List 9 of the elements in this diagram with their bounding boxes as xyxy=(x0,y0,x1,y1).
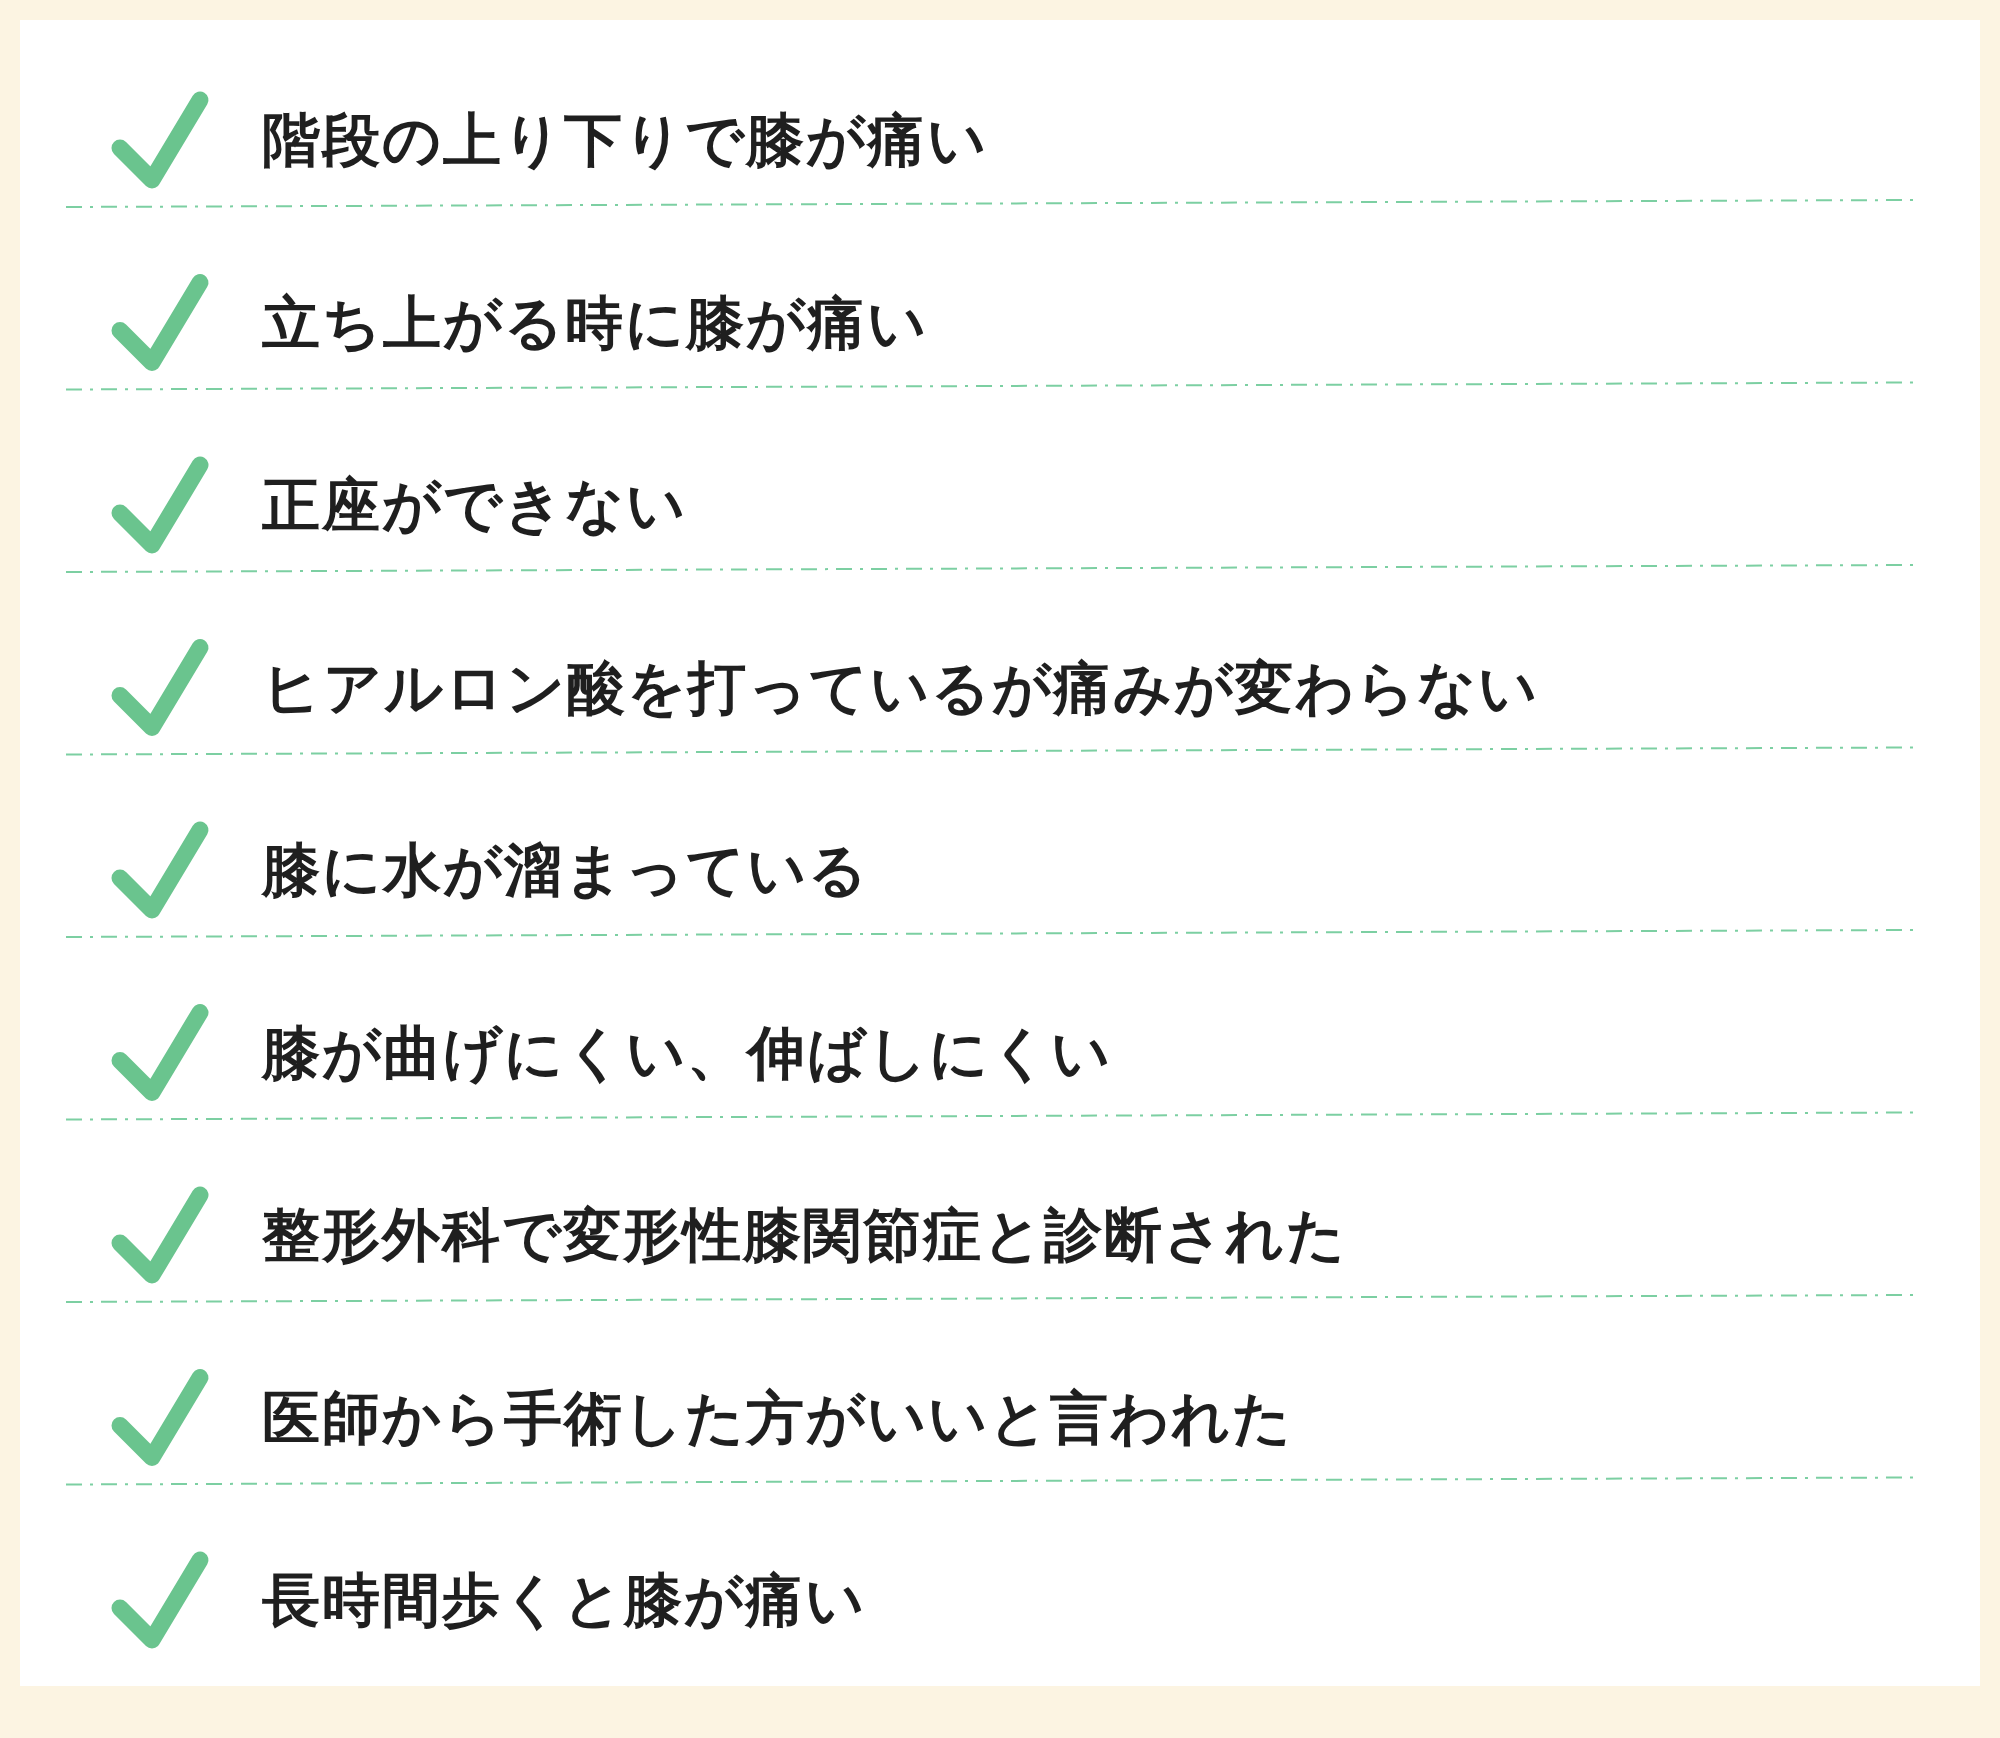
checklist-text: 階段の上り下りで膝が痛い xyxy=(262,105,988,175)
checklist-text: 医師から手術した方がいいと言われた xyxy=(262,1382,1293,1453)
checklist-text: ヒアルロン酸を打っているが痛みが変わらない xyxy=(262,652,1539,723)
checklist-text: 正座ができない xyxy=(262,470,687,540)
checklist-text: 膝が曲げにくい、伸ばしにくい xyxy=(262,1017,1112,1088)
checklist-text: 整形外科で変形性膝関節症と診断された xyxy=(262,1200,1347,1270)
checklist-text: 長時間歩くと膝が痛い xyxy=(262,1565,866,1635)
checklist-text: 膝に水が溜まっている xyxy=(262,835,869,905)
checklist-text: 立ち上がる時に膝が痛い xyxy=(262,287,928,358)
